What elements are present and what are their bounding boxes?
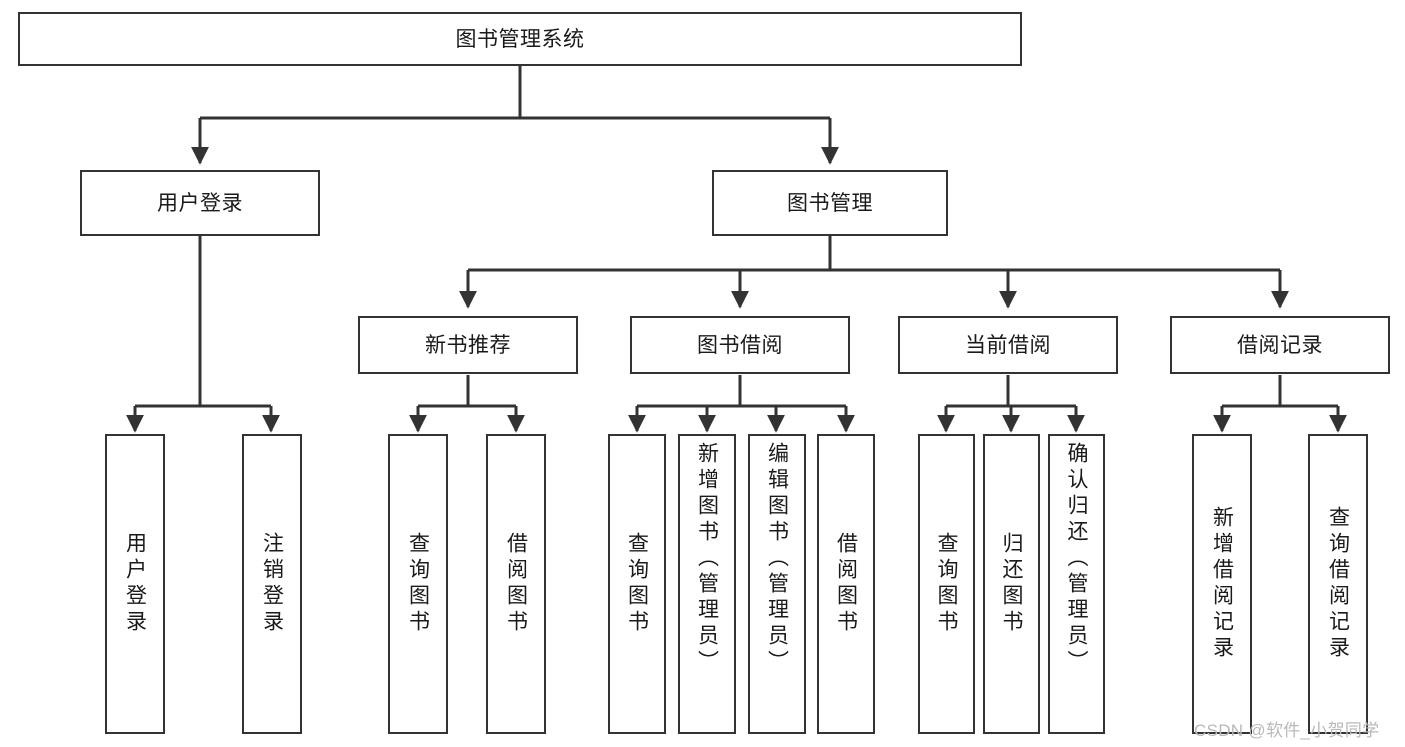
leaf-borrow-record-2-label: 查询借阅记录 bbox=[1326, 506, 1350, 662]
leaf-borrow-record-1-label: 新增借阅记录 bbox=[1210, 506, 1234, 662]
leaf-book-borrow-2[interactable]: 新增图书（管理员） bbox=[678, 434, 736, 734]
node-new-book-recommend[interactable]: 新书推荐 bbox=[358, 316, 578, 374]
node-borrow-record[interactable]: 借阅记录 bbox=[1170, 316, 1390, 374]
leaf-current-borrow-3-label: 确认归还（管理员） bbox=[1065, 442, 1088, 676]
leaf-user-login-2-label: 注销登录 bbox=[260, 532, 284, 636]
leaf-borrow-record-1[interactable]: 新增借阅记录 bbox=[1192, 434, 1252, 734]
node-current-borrow-label: 当前借阅 bbox=[965, 333, 1051, 357]
leaf-book-borrow-2-label: 新增图书（管理员） bbox=[695, 442, 719, 676]
node-borrow-record-label: 借阅记录 bbox=[1237, 333, 1323, 357]
node-book-borrow-label: 图书借阅 bbox=[697, 333, 783, 357]
leaf-book-borrow-4[interactable]: 借阅图书 bbox=[817, 434, 875, 734]
csdn-watermark: CSDN @软件_小贺同学 bbox=[1194, 721, 1380, 740]
leaf-book-borrow-3-label: 编辑图书（管理员） bbox=[765, 442, 789, 676]
node-book-management[interactable]: 图书管理 bbox=[712, 170, 948, 236]
leaf-book-borrow-3[interactable]: 编辑图书（管理员） bbox=[748, 434, 806, 734]
node-user-login-label: 用户登录 bbox=[157, 191, 243, 215]
leaf-user-login-1[interactable]: 用户登录 bbox=[105, 434, 165, 734]
leaf-current-borrow-1[interactable]: 查询图书 bbox=[918, 434, 975, 734]
node-book-borrow[interactable]: 图书借阅 bbox=[630, 316, 850, 374]
leaf-book-borrow-4-label: 借阅图书 bbox=[834, 532, 858, 636]
node-new-book-recommend-label: 新书推荐 bbox=[425, 333, 511, 357]
node-root-book-management-system[interactable]: 图书管理系统 bbox=[18, 12, 1022, 66]
leaf-current-borrow-2[interactable]: 归还图书 bbox=[983, 434, 1040, 734]
node-book-management-label: 图书管理 bbox=[787, 191, 873, 215]
leaf-user-login-2[interactable]: 注销登录 bbox=[242, 434, 302, 734]
leaf-book-borrow-1-label: 查询图书 bbox=[625, 532, 649, 636]
node-user-login[interactable]: 用户登录 bbox=[80, 170, 320, 236]
leaf-new-book-2-label: 借阅图书 bbox=[504, 532, 528, 636]
node-root-label: 图书管理系统 bbox=[455, 27, 585, 51]
leaf-current-borrow-3[interactable]: 确认归还（管理员） bbox=[1048, 434, 1105, 734]
leaf-current-borrow-1-label: 查询图书 bbox=[935, 532, 958, 636]
leaf-new-book-1[interactable]: 查询图书 bbox=[388, 434, 448, 734]
leaf-borrow-record-2[interactable]: 查询借阅记录 bbox=[1308, 434, 1368, 734]
leaf-current-borrow-2-label: 归还图书 bbox=[1000, 532, 1023, 636]
leaf-user-login-1-label: 用户登录 bbox=[123, 532, 147, 636]
leaf-new-book-1-label: 查询图书 bbox=[406, 532, 430, 636]
leaf-book-borrow-1[interactable]: 查询图书 bbox=[608, 434, 666, 734]
node-current-borrow[interactable]: 当前借阅 bbox=[898, 316, 1118, 374]
leaf-new-book-2[interactable]: 借阅图书 bbox=[486, 434, 546, 734]
